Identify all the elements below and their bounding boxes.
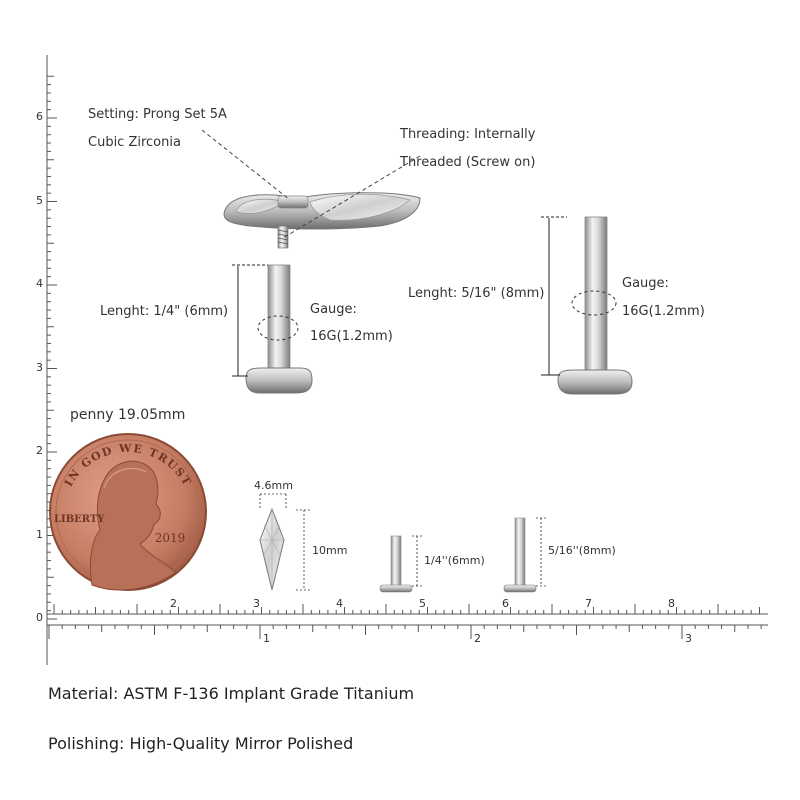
ruler-inch-label: 1 (263, 632, 270, 645)
long-length-label: Lenght: 5/16" (8mm) (408, 286, 545, 301)
small-height-label: 10mm (312, 544, 348, 557)
vertical-ruler-label: 4 (36, 277, 43, 290)
ruler-inch-label: 2 (474, 632, 481, 645)
ruler-cm-label: 7 (585, 597, 592, 610)
ruler-cm-label: 3 (253, 597, 260, 610)
horizontal-ruler-cm (47, 604, 768, 615)
setting-label: Setting: Prong Set 5A (88, 107, 227, 122)
small-short-post (379, 535, 422, 593)
ruler-cm-label: 4 (336, 597, 343, 610)
threading-label-line1: Threading: Internally (400, 127, 536, 142)
material-text: Material: ASTM F-136 Implant Grade Titan… (48, 684, 415, 703)
penny-caption: penny 19.05mm (70, 407, 186, 423)
long-labret-post (541, 216, 633, 395)
ruler-cm-label: 5 (419, 597, 426, 610)
vertical-ruler-label: 3 (36, 360, 43, 374)
polishing-text: Polishing: High-Quality Mirror Polished (48, 734, 354, 753)
short-gauge-value: 16G(1.2mm) (310, 329, 393, 344)
vertical-ruler-label: 2 (36, 444, 43, 457)
penny-coin: IN GOD WE TRUST LIBERTY 2019 (49, 433, 207, 591)
small-width-label: 4.6mm (254, 479, 293, 492)
marquise-top-image (223, 192, 421, 249)
penny-liberty-text: LIBERTY (54, 514, 105, 525)
threading-label-line2: Threaded (Screw on) (400, 155, 536, 170)
horizontal-ruler-inch (47, 624, 768, 639)
stone-label: Cubic Zirconia (88, 135, 181, 150)
vertical-ruler-label: 6 (36, 110, 43, 123)
small-long-label: 5/16''(8mm) (548, 544, 616, 557)
small-long-post (503, 517, 546, 593)
vertical-ruler-label: 1 (36, 527, 43, 541)
short-length-label: Lenght: 1/4" (6mm) (100, 304, 229, 319)
long-gauge-value: 16G(1.2mm) (622, 304, 705, 319)
leader-lines (201, 129, 421, 239)
ruler-cm-label: 2 (170, 597, 177, 610)
vertical-ruler (46, 55, 57, 665)
ruler-cm-label: 6 (502, 597, 509, 610)
short-gauge-label: Gauge: (310, 302, 357, 317)
long-gauge-label: Gauge: (622, 276, 669, 291)
ruler-cm-label: 8 (668, 597, 675, 610)
small-short-label: 1/4''(6mm) (424, 554, 485, 567)
vertical-ruler-label: 0 (36, 611, 43, 624)
short-labret-post (232, 264, 313, 394)
vertical-ruler-label: 5 (36, 193, 43, 207)
small-marquise-stone (259, 493, 310, 591)
penny-year: 2019 (155, 531, 186, 545)
ruler-inch-label: 3 (685, 632, 692, 645)
